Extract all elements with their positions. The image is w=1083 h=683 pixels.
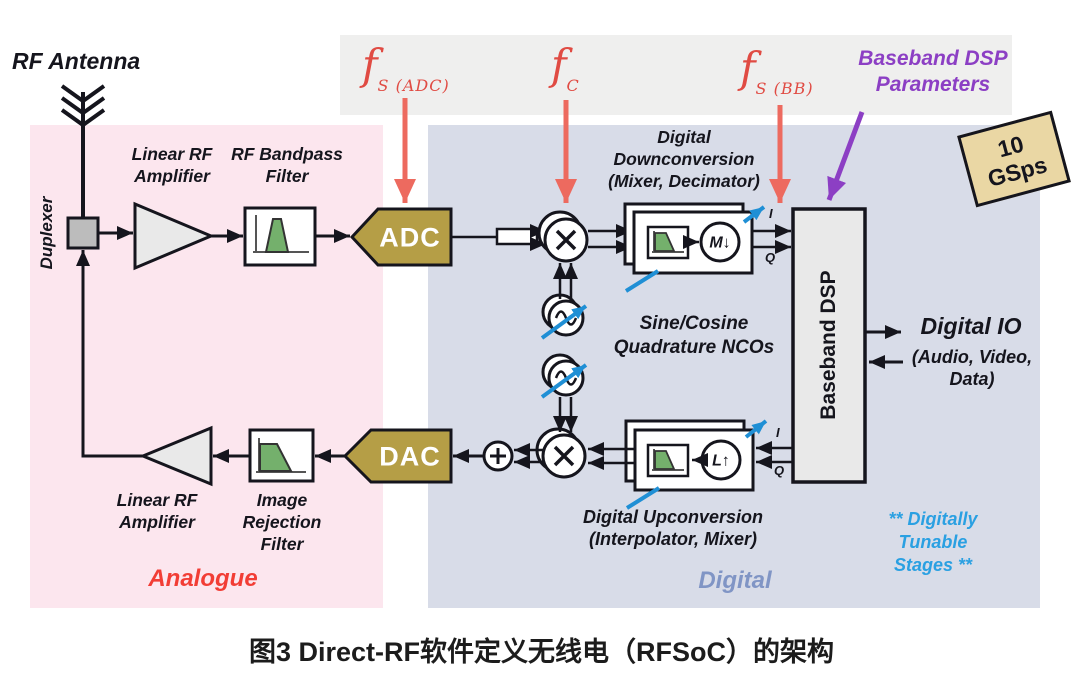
nco-label: Sine/Cosine Quadrature NCOs <box>613 313 775 358</box>
lowpass-axis-icon <box>652 449 684 471</box>
rx-amplifier-block <box>133 201 215 271</box>
decimator-glyph: M↓ <box>709 235 730 252</box>
bus-width-icon <box>495 227 539 246</box>
plus-icon <box>490 448 506 464</box>
tunable-arrow-ddc <box>742 205 766 224</box>
rf-bandpass-filter-block <box>243 206 317 267</box>
wire-amp-to-duplexer <box>76 250 143 458</box>
lowpass-axis-icon <box>652 231 684 253</box>
dac-label: DAC <box>379 441 441 472</box>
sine-icon <box>554 310 578 326</box>
rf-antenna-icon <box>60 84 106 218</box>
tx-mixer-icon <box>535 427 587 479</box>
q-label-ddc: Q <box>765 250 776 265</box>
ddc-block: M↓ <box>623 202 754 275</box>
digital-io-label: Digital IO <box>920 313 1022 339</box>
baseband-dsp-parameters-label: Baseband DSP Parameters <box>858 47 1008 96</box>
tx-nco-icon <box>541 353 585 397</box>
image-rejection-filter-block <box>248 428 315 483</box>
baseband-dsp-label: Baseband DSP <box>817 270 840 420</box>
lowpass-curve-icon <box>654 232 676 252</box>
rf-antenna-label: RF Antenna <box>12 48 141 74</box>
adc-label: ADC <box>379 222 441 253</box>
decimator-icon <box>699 221 741 263</box>
lowpass-curve-icon <box>654 450 676 470</box>
dac-block <box>342 428 453 484</box>
rx-mixer-icon <box>537 210 589 263</box>
tunable-arrow-tx-nco <box>540 363 588 399</box>
tunable-arrow-rx-nco <box>540 304 588 340</box>
i-label-duc: I <box>776 425 780 440</box>
fc-symbol: fC <box>551 40 580 96</box>
tx-amplifier-block <box>139 425 213 487</box>
image-rejection-filter-label: Image Rejection Filter <box>242 490 322 554</box>
duc-label: Digital Upconversion (Interpolator, Mixe… <box>582 507 764 549</box>
i-label-ddc: I <box>769 206 773 221</box>
figure-caption: 图3 Direct-RF软件定义无线电（RFSoC）的架构 <box>248 637 835 667</box>
analogue-region-label: Analogue <box>148 565 258 592</box>
tunable-leader-duc <box>625 486 661 510</box>
interpolator-glyph: L↑ <box>712 453 730 470</box>
duplexer-label: Duplexer <box>37 196 56 270</box>
lowpass-curve-icon <box>259 443 293 472</box>
baseband-dsp-block <box>791 207 867 484</box>
fs-bb-symbol: fS (BB) <box>740 43 814 99</box>
duc-block: L↑ <box>624 419 755 492</box>
frequency-annotation-band <box>340 35 1012 115</box>
tx-amplifier-label: Linear RF Amplifier <box>116 490 198 532</box>
fs-adc-symbol: fS (ADC) <box>362 40 450 96</box>
mixer-cross-icon <box>555 229 577 251</box>
tunable-arrow-duc <box>744 419 768 439</box>
digital-region-label: Digital <box>698 567 772 594</box>
analogue-region <box>30 125 383 608</box>
mixer-cross-icon <box>553 445 575 467</box>
rx-amplifier-label: Linear RF Amplifier <box>131 144 213 186</box>
digital-io-sublabel: (Audio, Video, Data) <box>911 347 1033 389</box>
ddc-label: Digital Downconversion (Mixer, Decimator… <box>608 127 760 191</box>
q-label-duc: Q <box>774 463 785 478</box>
adder-icon <box>482 440 514 472</box>
tunable-leader-ddc <box>624 269 660 293</box>
dsp-parameters-arrow <box>826 111 865 201</box>
duplexer-block <box>66 216 100 250</box>
bandpass-curve-icon <box>264 218 290 253</box>
digitally-tunable-note: ** Digitally Tunable Stages ** <box>888 509 978 575</box>
rf-bandpass-filter-label: RF Bandpass Filter <box>231 144 343 186</box>
